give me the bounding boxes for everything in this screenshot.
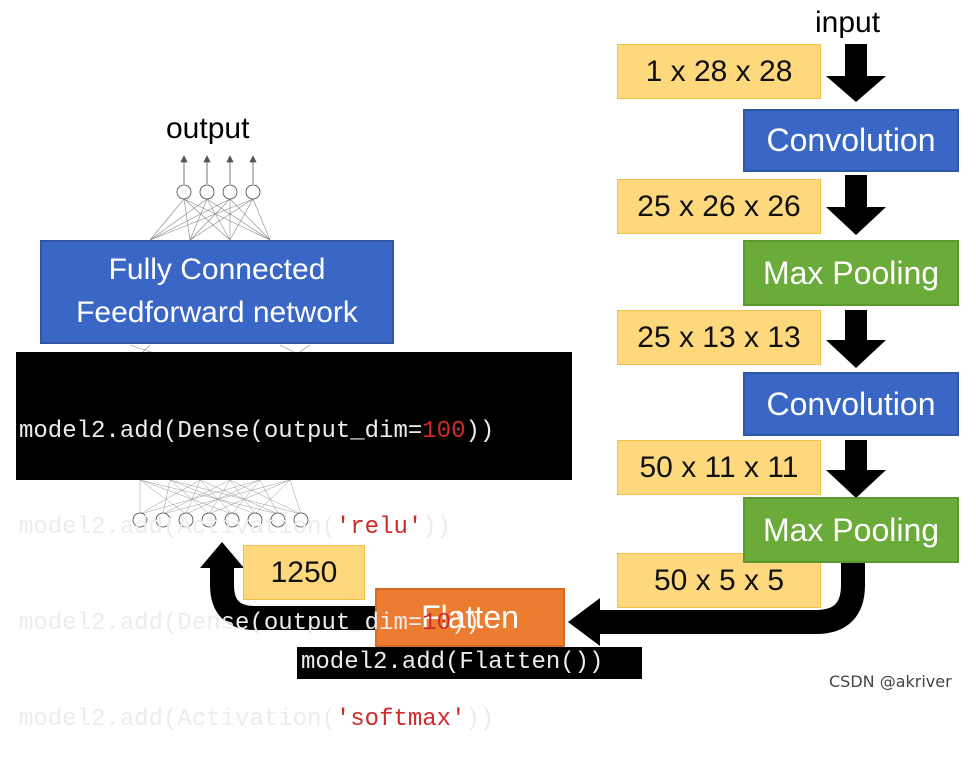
output-arrow-icon [180, 155, 257, 184]
shape-box-pool1: 25 x 13 x 13 [617, 310, 821, 365]
down-arrow-icon [826, 44, 886, 102]
dense-code-block: model2.add(Dense(output_dim=100)) model2… [16, 352, 572, 733]
fc-title-line-1: Fully Connected [108, 253, 326, 287]
shape-box-conv2: 50 x 11 x 11 [617, 440, 821, 495]
max-pooling-block-1: Max Pooling [743, 240, 959, 306]
down-arrow-icon [826, 440, 886, 498]
shape-box-input: 1 x 28 x 28 [617, 44, 821, 99]
watermark: CSDN @akriver [829, 672, 952, 691]
down-arrow-icon [826, 310, 886, 368]
code-line: model2.add(Activation('relu')) [19, 514, 452, 541]
network-sketch [129, 155, 311, 528]
flatten-block: Flatten [375, 588, 565, 647]
convolution-block-2: Convolution [743, 372, 959, 436]
flatten-code-block: model2.add(Flatten()) [297, 647, 642, 679]
output-label: output [166, 112, 250, 145]
fully-connected-block: Fully Connected Feedforward network [40, 240, 394, 344]
code-line: model2.add(Dense(output_dim=10)) [19, 610, 480, 637]
fc-title-line-2: Feedforward network [76, 296, 358, 329]
flatten-arrow [598, 562, 865, 634]
fc-input-arrow [210, 565, 378, 630]
max-pooling-block-2: Max Pooling [743, 497, 959, 563]
shape-box-flatten: 1250 [243, 545, 365, 600]
code-line: model2.add(Activation('softmax')) [19, 706, 495, 733]
diagram-graphics [129, 44, 886, 646]
code-line: model2.add(Dense(output_dim=100)) [19, 418, 495, 445]
down-arrow-icon [826, 175, 886, 235]
arrow-head-icon [200, 542, 244, 568]
convolution-block-1: Convolution [743, 109, 959, 172]
shape-box-conv1: 25 x 26 x 26 [617, 179, 821, 234]
input-label: input [815, 6, 881, 39]
arrow-head-icon [568, 598, 600, 646]
